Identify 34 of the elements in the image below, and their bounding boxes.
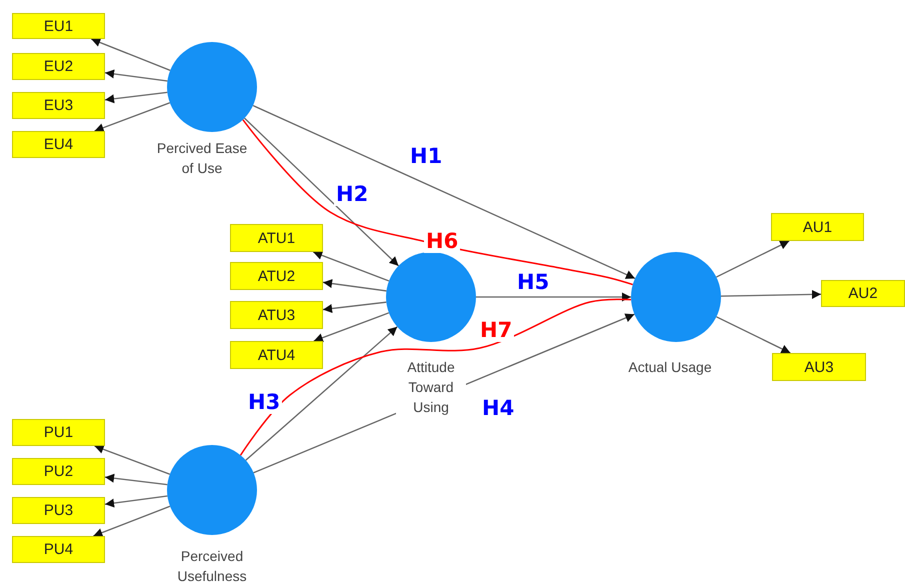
arrow [94,444,170,475]
mediation-curve [240,298,632,456]
indicator-box: ATU3 [230,301,323,329]
arrow [476,292,631,302]
indicator-box: AU1 [771,213,864,241]
indicator-box: EU3 [12,92,105,119]
indicator-box: ATU2 [230,262,323,290]
arrow [104,69,168,82]
arrow [104,495,168,508]
arrow [104,474,168,486]
indicator-box: EU1 [12,13,105,39]
arrow [312,251,390,282]
indicator-box: AU2 [821,280,905,307]
arrow [716,316,791,354]
indicator-box: ATU4 [230,341,323,369]
indicator-box: ATU1 [230,224,323,252]
indicator-box: PU4 [12,536,105,563]
arrow [244,118,399,266]
arrow [94,102,170,132]
indicator-box: PU3 [12,497,105,524]
arrow [314,312,390,342]
arrow [322,279,386,292]
arrow [90,38,170,71]
arrow [104,92,168,104]
indicator-box: EU2 [12,53,105,80]
indicator-box: PU2 [12,458,105,485]
indicator-box: AU3 [772,353,866,381]
arrow [245,326,398,461]
indicator-box: EU4 [12,131,105,158]
arrow [716,240,790,278]
arrow [322,302,386,314]
indicator-box: PU1 [12,419,105,446]
arrow [720,290,822,299]
arrow [93,506,170,537]
